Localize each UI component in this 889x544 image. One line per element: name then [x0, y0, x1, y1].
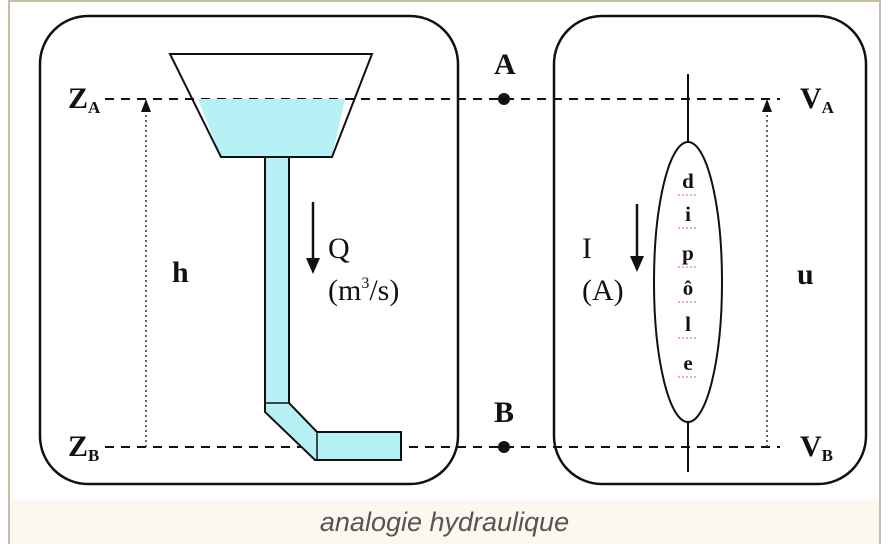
- label-flow-unit: (m3/s): [328, 274, 399, 307]
- caption-bar: analogie hydraulique: [10, 500, 879, 544]
- label-vb: VB: [800, 430, 833, 465]
- node-b: [498, 441, 510, 453]
- dipole-letter-3: p: [682, 241, 694, 265]
- pipe: [264, 156, 402, 461]
- figure-frame: d i p ô l e ZA ZB h Q (m3/s) A B VA VB u…: [8, 0, 881, 544]
- label-va: VA: [800, 82, 835, 117]
- label-zb: ZB: [68, 430, 99, 465]
- dipole-letter-6: e: [683, 351, 692, 375]
- label-current-unit: (A): [582, 274, 624, 307]
- flow-arrow-head: [306, 258, 320, 274]
- node-a: [498, 93, 510, 105]
- label-a: A: [494, 48, 516, 81]
- reservoir: [168, 53, 374, 158]
- dipole-letter-5: l: [685, 312, 691, 336]
- label-i: I: [582, 232, 592, 265]
- hydraulic-panel: [38, 14, 460, 486]
- dipole-letter-4: ô: [683, 276, 694, 300]
- electric-panel: [552, 14, 868, 486]
- label-za: ZA: [68, 82, 101, 117]
- hydraulic-analogy-diagram: d i p ô l e ZA ZB h Q (m3/s) A B VA VB u…: [38, 14, 868, 486]
- dipole-letter-2: i: [685, 202, 691, 226]
- dipole-letter-1: d: [682, 169, 694, 193]
- label-u: u: [797, 258, 814, 291]
- label-q: Q: [328, 232, 350, 265]
- reservoir-water: [198, 99, 345, 157]
- height-arrow-head: [141, 99, 151, 112]
- current-arrow-head: [630, 256, 644, 272]
- label-b: B: [494, 396, 514, 429]
- dipole-ellipse: [653, 141, 723, 423]
- voltage-arrow-head: [762, 99, 772, 112]
- label-h: h: [172, 256, 189, 289]
- caption-text: analogie hydraulique: [319, 506, 570, 537]
